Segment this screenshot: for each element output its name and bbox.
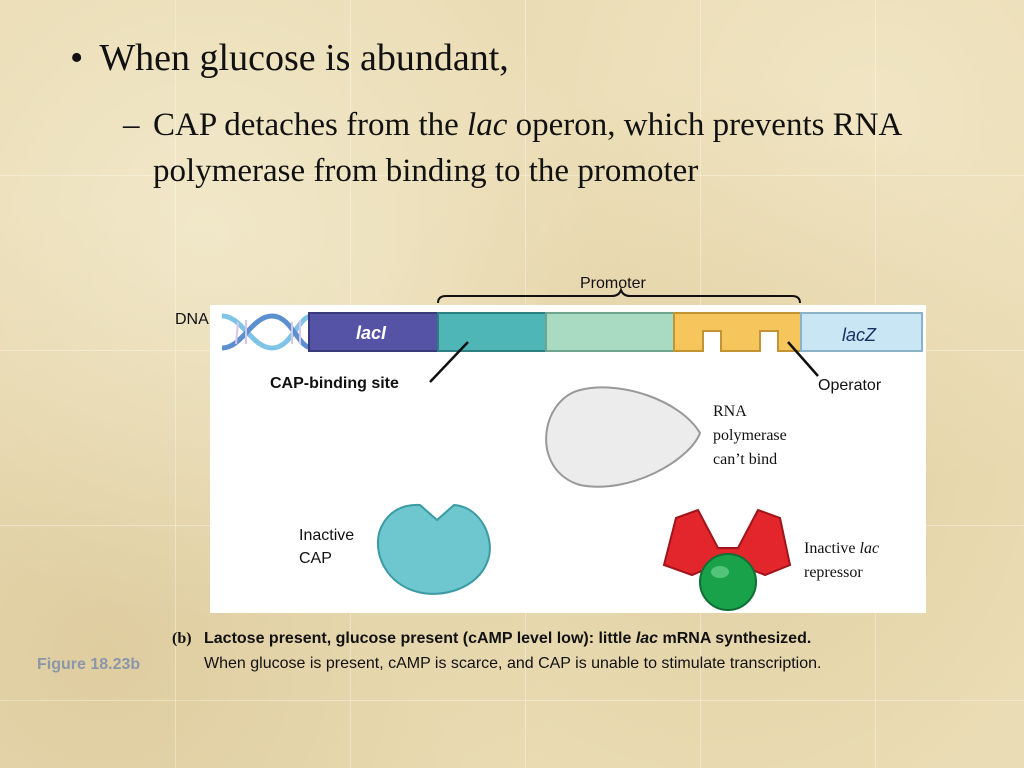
sub-bullet-text: CAP detaches from the lac operon, which … [153,102,923,194]
dna-label: DNA [175,311,209,328]
lac-repressor-label-part1: Inactive [804,540,860,557]
rna-polymerase-label-line3: can’t bind [713,451,778,468]
caption-line1: Lactose present, glucose present (cAMP l… [204,630,811,648]
caption-panel-label: (b) [172,630,192,647]
bullet-main: • When glucose is abundant, [70,36,509,80]
sub-bullet-part1: CAP detaches from the [153,107,468,143]
lacz-label: lacZ [842,325,877,345]
lac-repressor-label-italic: lac [859,540,880,557]
caption-line1-c: mRNA synthesized. [658,630,812,647]
rna-polymerase-label: RNA polymerase can’t bind [713,400,787,472]
promoter-brace [437,286,801,304]
rna-polymerase-label-line1: RNA [713,403,747,420]
tile-seam [0,700,1024,701]
caption-line1-italic: lac [635,630,659,647]
inactive-cap-label-line1: Inactive [299,527,355,544]
bullet-marker: • [70,37,84,79]
sub-bullet-part2: operon, which prevents RNA polymerase fr… [153,107,901,189]
inducer-molecule [699,553,757,611]
inactive-cap-label: Inactive CAP [299,524,354,570]
figure-reference: Figure 18.23b [37,656,141,673]
dna-helix [221,313,313,351]
promoter-label: Promoter [580,275,646,292]
promoter-region [545,312,675,352]
tile-seam [0,175,1024,176]
sub-bullet-italic-lac: lac [467,107,508,143]
operator-label: Operator [818,377,882,394]
lacz-gene [800,312,923,352]
operator-region [673,312,802,352]
caption-line1-a: Lactose present, glucose present (cAMP l… [204,630,636,647]
rna-polymerase-shape [545,386,702,488]
inactive-cap-label-line2: CAP [299,550,332,567]
lac-repressor-shape [662,508,792,577]
tile-seam [175,0,176,768]
cap-binding-site [437,312,547,352]
caption-line2: When glucose is present, cAMP is scarce,… [204,655,822,672]
sub-bullet-marker: – [123,107,140,143]
laci-label: lacI [356,323,387,343]
cap-site-pointer [429,341,469,383]
cap-binding-site-label: CAP-binding site [270,375,399,392]
operator-pointer [787,341,819,377]
inactive-cap-shape [377,503,491,595]
lac-repressor-label-line2: repressor [804,564,863,581]
lac-repressor-label: Inactive lac repressor [804,537,879,585]
bullet-sub: – CAP detaches from the lac operon, whic… [123,102,923,194]
bullet-main-text: When glucose is abundant, [99,37,509,79]
rna-polymerase-label-line2: polymerase [713,427,787,444]
